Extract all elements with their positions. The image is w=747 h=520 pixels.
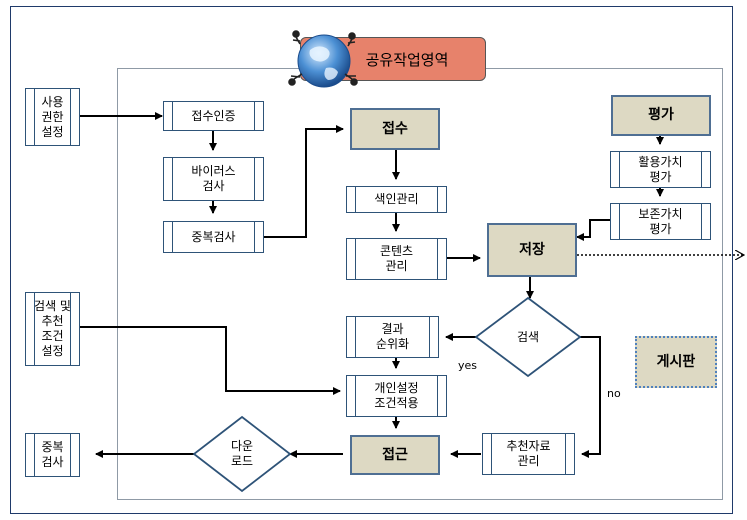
download-decision-shape	[192, 415, 292, 493]
globe-icon	[288, 30, 358, 88]
outer-frame	[10, 6, 733, 514]
user-permission-setting: 사용 권한 설정	[25, 88, 80, 146]
recommended-data-management: 추천자료 관리	[482, 433, 575, 475]
title-text: 공유작업영역	[365, 50, 449, 69]
access-step: 접근	[350, 435, 440, 475]
search-decision-label: 검색	[516, 329, 540, 344]
content-management: 콘텐츠 관리	[346, 238, 447, 280]
index-management: 색인관리	[346, 186, 447, 213]
storage-step: 저장	[487, 223, 577, 277]
personal-condition-apply: 개인설정 조건적용	[346, 375, 447, 417]
result-ranking: 결과 순위화	[346, 316, 439, 358]
duplicate-check-bottom: 중복 검사	[25, 433, 80, 477]
download-decision-label: 다운 로드	[230, 439, 254, 468]
preservation-value-evaluation: 보존가치 평가	[610, 203, 711, 240]
search-decision-shape	[474, 296, 582, 378]
reception-step: 접수	[350, 108, 440, 150]
bulletin-board: 게시판	[635, 336, 717, 388]
evaluation-step: 평가	[611, 95, 711, 136]
duplicate-check-top: 중복검사	[163, 221, 264, 253]
no-label: no	[607, 387, 621, 400]
virus-check: 바이러스 검사	[163, 157, 264, 201]
search-recommend-condition-setting: 검색 및 추천 조건 설정	[25, 292, 80, 366]
yes-label: yes	[458, 359, 478, 372]
usage-value-evaluation: 활용가치 평가	[610, 151, 711, 188]
reception-authentication: 접수인증	[163, 101, 264, 131]
